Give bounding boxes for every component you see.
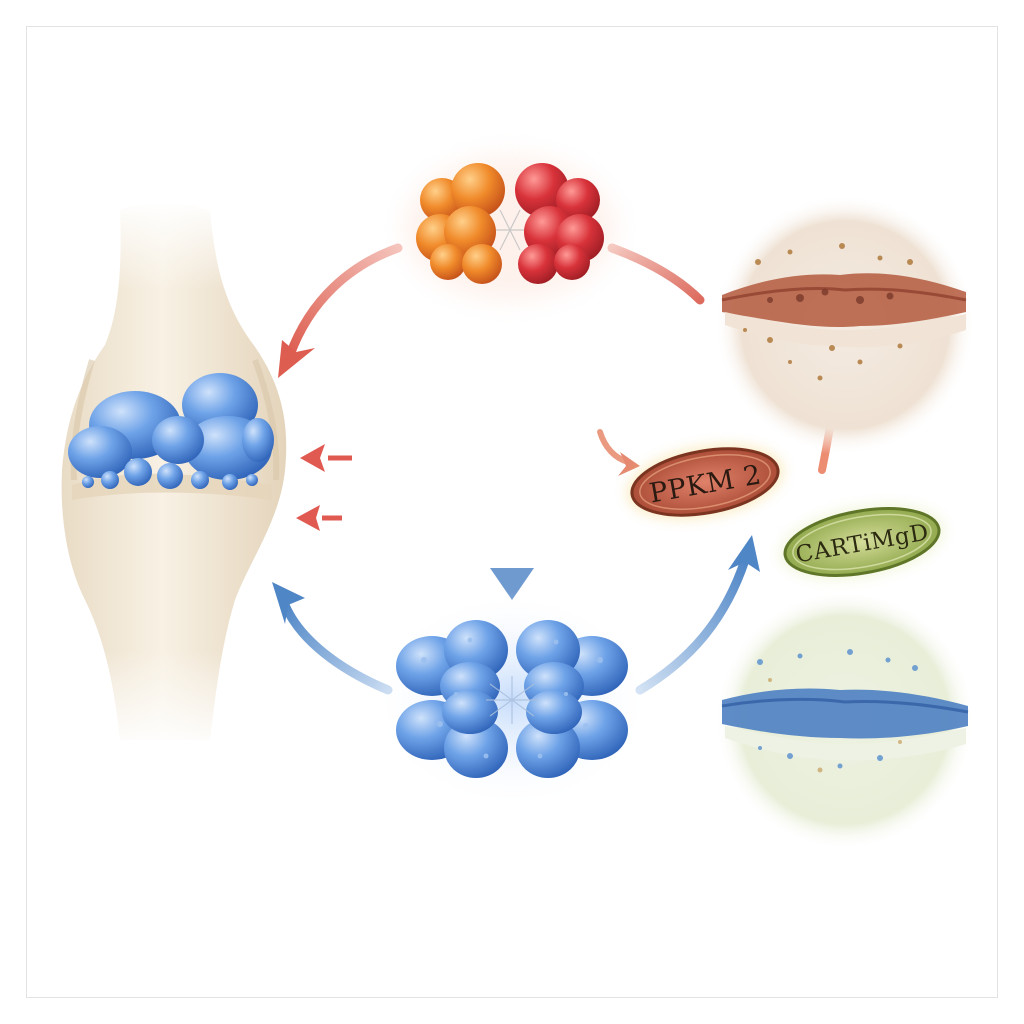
joint-cartilage-blobs <box>68 373 274 490</box>
red-enzyme-tetramer-icon <box>405 156 615 300</box>
arrow-red-to-damage <box>607 243 705 305</box>
orange-subunits <box>416 163 505 284</box>
arrow-blue-to-pill <box>635 555 750 695</box>
healthy-cartilage-icon <box>715 590 975 850</box>
red-subunits <box>515 163 604 284</box>
inflammation-arrows <box>296 444 352 531</box>
knee-joint-icon <box>60 200 300 750</box>
blue-enzyme-tetramer-icon <box>372 590 652 810</box>
arrow-blue-to-joint <box>280 600 393 695</box>
ppkm2-pill: PPKM 2 <box>625 443 785 521</box>
blue-subunits-right <box>516 620 628 778</box>
arrow-red-to-joint <box>285 243 403 360</box>
cartimgd-pill: CARTiMgD <box>779 503 945 581</box>
blue-subunits-left <box>396 620 508 778</box>
damaged-cartilage-icon <box>715 195 975 455</box>
